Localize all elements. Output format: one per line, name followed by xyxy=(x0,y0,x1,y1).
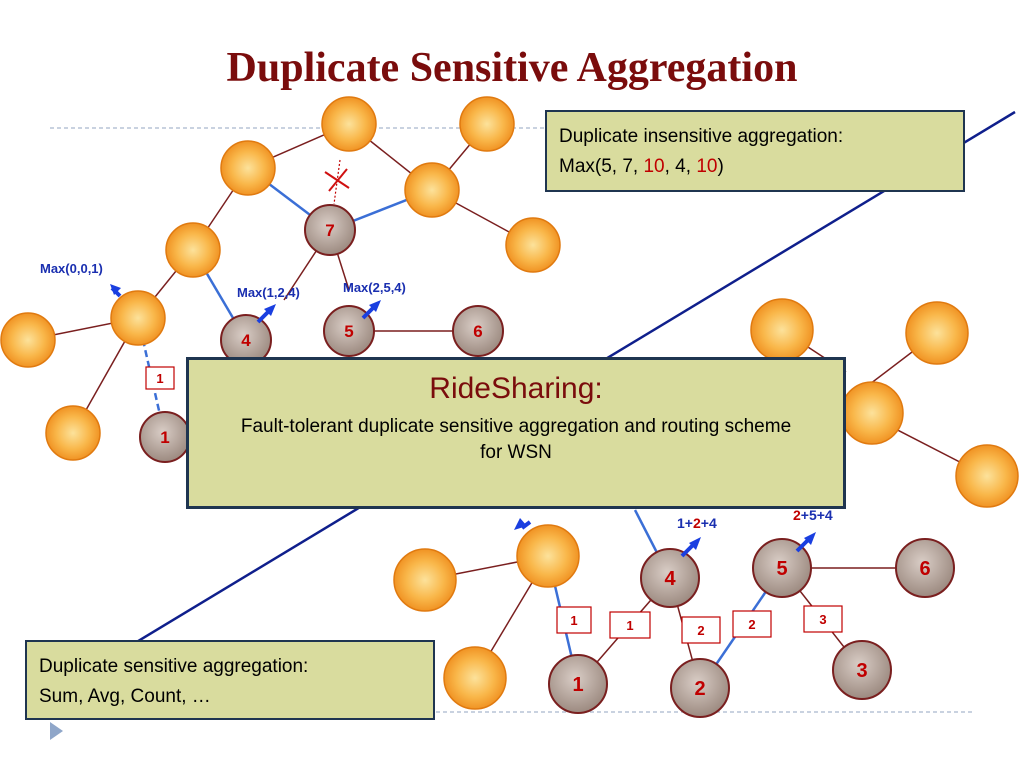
neighbor-node xyxy=(393,548,457,612)
slide-title: Duplicate Sensitive Aggregation xyxy=(226,45,798,91)
sum-label-node5: 2+5+4 xyxy=(793,507,833,523)
neighbor-node xyxy=(321,96,377,152)
neighbor-node xyxy=(516,524,580,588)
ridesharing-title: RideSharing: xyxy=(429,372,603,405)
node-7-label: 7 xyxy=(325,221,334,240)
neighbor-node xyxy=(0,312,56,368)
node-3-bottom xyxy=(832,640,892,700)
edge-tag xyxy=(681,616,721,644)
edge-tag xyxy=(556,606,592,634)
neighbor-node xyxy=(404,162,460,218)
top-up-arrows xyxy=(110,284,381,324)
edge-tag-top-value: 1 xyxy=(156,371,163,386)
neighbor-node xyxy=(220,140,276,196)
node-4-bottom-label: 4 xyxy=(664,568,676,590)
up-arrow-icon xyxy=(514,518,527,530)
bottom-up-arrows xyxy=(514,518,816,558)
edge-tag xyxy=(732,610,772,638)
ridesharing-box: RideSharing: Fault-tolerant duplicate se… xyxy=(186,357,846,509)
edge-tag-value: 2 xyxy=(697,623,704,638)
node-1-bottom xyxy=(548,654,608,714)
up-arrow-icon xyxy=(264,304,276,316)
node-2-bottom xyxy=(670,658,730,718)
next-slide-arrow-icon[interactable] xyxy=(50,722,63,740)
top-node-labels: 7 4 5 6 1 xyxy=(160,221,482,447)
neighbor-node xyxy=(505,217,561,273)
edge-tag-value: 2 xyxy=(748,617,755,632)
up-arrow-icon xyxy=(110,284,121,295)
bottom-graph-nodes xyxy=(548,538,955,718)
node-1-bottom-label: 1 xyxy=(572,674,583,696)
bottom-node-labels: 4 5 6 1 2 3 xyxy=(572,558,930,700)
node-5-bottom xyxy=(752,538,812,598)
sensitive-heading: Duplicate sensitive aggregation: xyxy=(39,656,309,677)
top-graph-nodes xyxy=(139,204,504,463)
failure-cross-icon xyxy=(324,168,350,192)
node-7 xyxy=(304,204,356,256)
edge-tag-top xyxy=(145,366,175,390)
orange-nodes xyxy=(0,96,1019,710)
neighbor-node xyxy=(110,290,166,346)
ridesharing-description: Fault-tolerant duplicate sensitive aggre… xyxy=(240,416,792,463)
node-4-bottom xyxy=(640,548,700,608)
node-5-top-label: 5 xyxy=(344,322,353,341)
up-arrow-icon xyxy=(689,537,701,550)
sum-label-node4: 1+2+4 xyxy=(677,515,717,531)
up-arrow-icon xyxy=(369,300,381,312)
node-6-top xyxy=(452,305,504,357)
up-arrow-icon xyxy=(804,532,816,545)
neighbor-node xyxy=(840,381,904,445)
sensitive-examples: Sum, Avg, Count, … xyxy=(39,686,211,707)
sensitive-aggregation-box: Duplicate sensitive aggregation: Sum, Av… xyxy=(25,640,435,720)
node-5-top xyxy=(323,305,375,357)
node-1-top-label: 1 xyxy=(160,428,169,447)
insensitive-aggregation-box: Duplicate insensitive aggregation: Max(5… xyxy=(545,110,965,192)
edge-tag-value: 1 xyxy=(570,613,577,628)
broken-link xyxy=(333,159,341,205)
neighbor-node xyxy=(750,298,814,362)
neighbor-node xyxy=(955,444,1019,508)
edge-tag-value: 1 xyxy=(626,618,633,633)
edge-tag xyxy=(803,605,843,633)
node-3-bottom-label: 3 xyxy=(856,660,867,682)
node-5-bottom-label: 5 xyxy=(776,558,787,580)
neighbor-node xyxy=(443,646,507,710)
node-4-top-label: 4 xyxy=(241,331,251,350)
node-2-bottom-label: 2 xyxy=(694,678,705,700)
neighbor-node xyxy=(165,222,221,278)
insensitive-example: Max(5, 7, 10, 4, 10) xyxy=(559,156,724,177)
neighbor-node xyxy=(905,301,969,365)
insensitive-heading: Duplicate insensitive aggregation: xyxy=(559,126,844,147)
neighbor-node xyxy=(459,96,515,152)
max-label-node5: Max(2,5,4) xyxy=(343,280,406,295)
node-6-bottom xyxy=(895,538,955,598)
edge-tag xyxy=(609,611,651,639)
edge-tag-value: 3 xyxy=(819,612,826,627)
max-label-node1: Max(0,0,1) xyxy=(40,261,103,276)
node-6-bottom-label: 6 xyxy=(919,558,930,580)
neighbor-node xyxy=(45,405,101,461)
max-label-node4: Max(1,2,4) xyxy=(237,285,300,300)
node-6-top-label: 6 xyxy=(473,322,482,341)
